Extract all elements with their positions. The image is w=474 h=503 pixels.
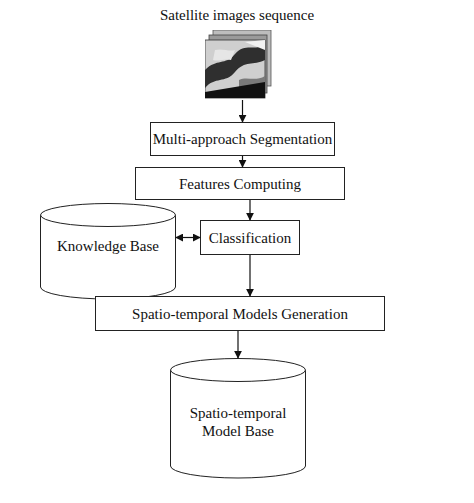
flow-arrow [237, 331, 238, 358]
node-label: Spatio-temporal Model Base [170, 404, 306, 440]
flow-arrow [249, 200, 250, 220]
node-label: Spatio-temporal Models Generation [132, 305, 348, 323]
satellite-image [205, 30, 273, 100]
flow-arrow [242, 156, 243, 167]
process-box: Classification [200, 220, 300, 255]
knowledge-store: Knowledge Base [40, 203, 176, 299]
flow-arrow [242, 100, 243, 122]
node-label: Classification [209, 229, 292, 247]
flow-arrow [176, 237, 200, 238]
process-box: Multi-approach Segmentation [150, 122, 335, 156]
process-box: Spatio-temporal Models Generation [95, 296, 385, 331]
flow-arrow [249, 255, 250, 296]
node-label: Multi-approach Segmentation [153, 130, 333, 148]
node-label: Knowledge Base [40, 237, 176, 255]
source-heading: Satellite images sequence [120, 6, 354, 24]
process-box: Features Computing [135, 167, 345, 200]
model-store: Spatio-temporal Model Base [170, 358, 306, 478]
node-label: Features Computing [179, 175, 301, 193]
input-source: Satellite images sequence [120, 6, 354, 100]
